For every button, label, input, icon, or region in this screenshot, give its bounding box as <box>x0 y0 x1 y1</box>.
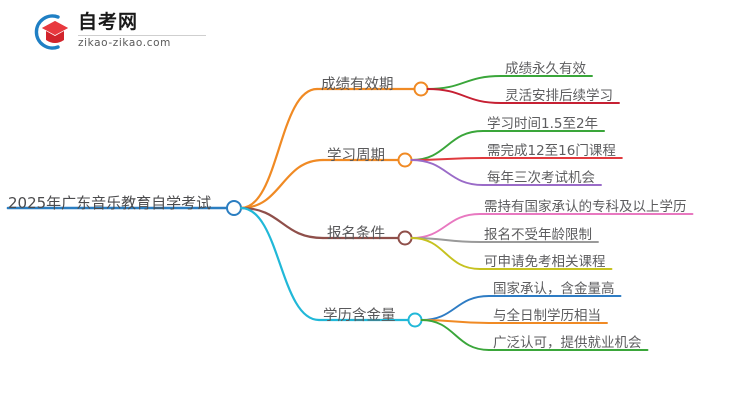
leaf-node-label-1-2[interactable]: 灵活安排后续学习 <box>505 88 613 104</box>
leaf-node-label-3-3[interactable]: 可申请免考相关课程 <box>484 254 606 270</box>
logo-text: 自考网 zikao-zikao.com <box>78 11 218 49</box>
node-circle[interactable] <box>407 312 423 328</box>
site-logo: 自考网 zikao-zikao.com <box>30 8 220 56</box>
node-circle[interactable] <box>397 230 413 246</box>
connector-line <box>426 75 502 90</box>
connector-line <box>410 130 484 161</box>
root-node-label[interactable]: 2025年广东音乐教育自学考试 <box>8 194 212 212</box>
leaf-node-label-3-2[interactable]: 报名不受年龄限制 <box>484 227 592 243</box>
leaf-node-label-2-3[interactable]: 每年三次考试机会 <box>487 170 595 186</box>
connector-line <box>410 237 481 270</box>
branch-node-label-4[interactable]: 学历含金量 <box>323 308 396 324</box>
leaf-node-label-3-1[interactable]: 需持有国家承认的专科及以上学历 <box>484 199 687 215</box>
logo-domain: zikao-zikao.com <box>78 37 171 49</box>
branch-node-label-1[interactable]: 成绩有效期 <box>321 77 394 93</box>
connector-line <box>410 159 484 186</box>
leaf-node-label-1-1[interactable]: 成绩永久有效 <box>505 61 586 77</box>
leaf-node-label-2-2[interactable]: 需完成12至16门课程 <box>487 143 616 159</box>
logo-title: 自考网 <box>78 11 139 33</box>
connector-line <box>410 213 481 239</box>
connector-line <box>239 158 325 210</box>
leaf-node-label-4-1[interactable]: 国家承认，含金量高 <box>493 281 615 297</box>
connector-line <box>420 319 490 351</box>
connector-line <box>420 295 490 321</box>
node-circle[interactable] <box>226 200 242 216</box>
logo-divider <box>78 35 206 36</box>
zikao-logo-mark-icon <box>30 12 72 52</box>
node-circle[interactable] <box>413 81 429 97</box>
branch-node-label-3[interactable]: 报名条件 <box>327 226 385 242</box>
leaf-node-label-4-2[interactable]: 与全日制学历相当 <box>493 308 601 324</box>
connector-line <box>426 88 502 104</box>
leaf-node-label-2-1[interactable]: 学习时间1.5至2年 <box>487 116 599 132</box>
connector-line <box>239 206 321 322</box>
node-circle[interactable] <box>397 152 413 168</box>
connector-line <box>239 87 319 210</box>
connector-line <box>239 206 325 240</box>
branch-node-label-2[interactable]: 学习周期 <box>327 148 385 164</box>
leaf-node-label-4-3[interactable]: 广泛认可，提供就业机会 <box>493 335 642 351</box>
